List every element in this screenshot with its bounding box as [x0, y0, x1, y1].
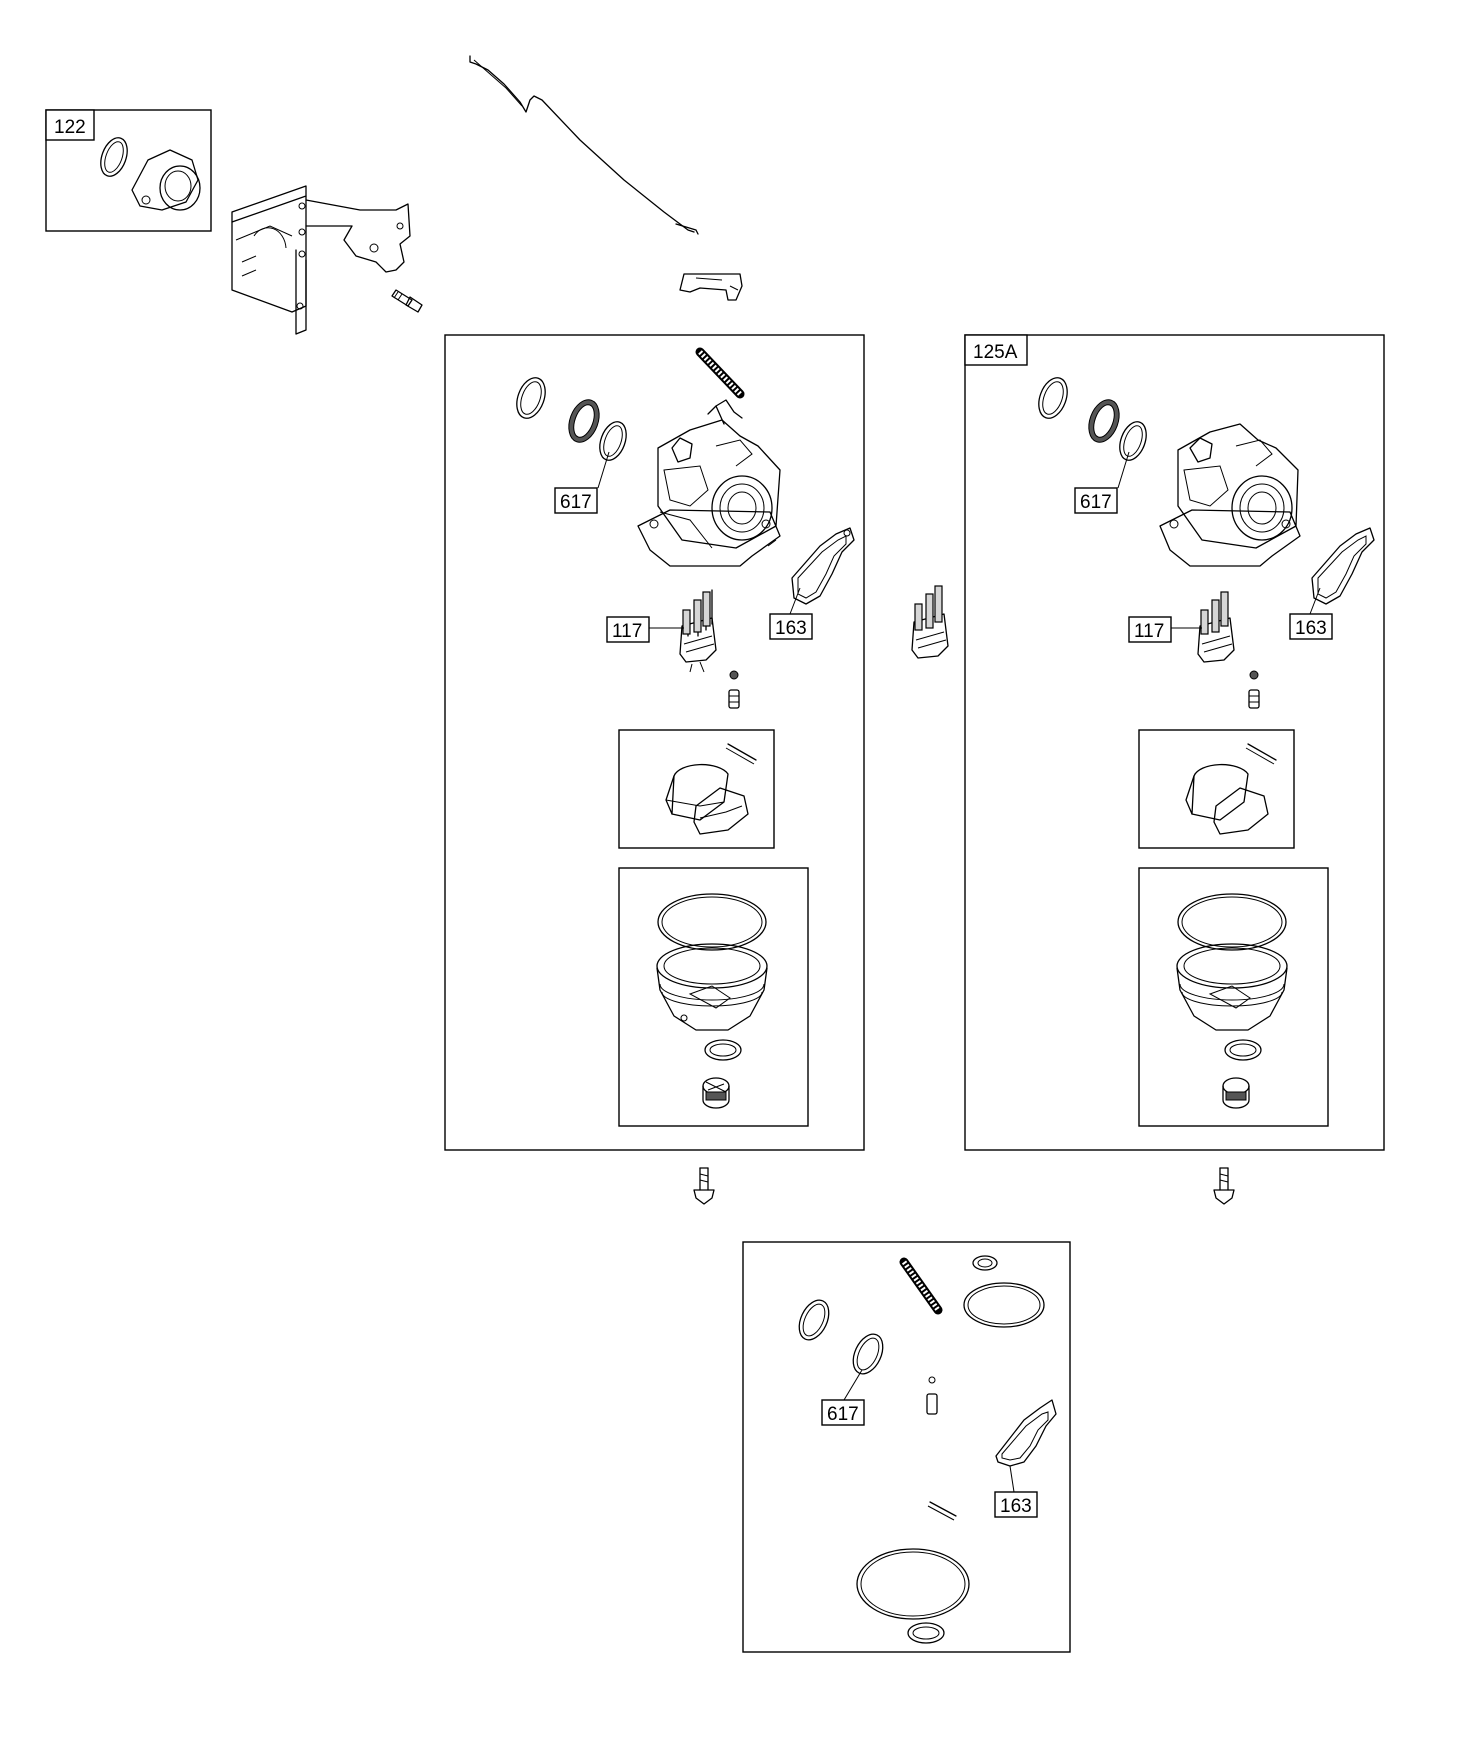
float-bowl-icon [656, 943, 768, 1031]
gasket-ring-icon [1038, 377, 1068, 419]
callout-617-right: 617 [1074, 451, 1130, 514]
carburetor-assembly-left [444, 334, 865, 1151]
float-bowl-icon [1176, 943, 1288, 1031]
svg-text:617: 617 [1080, 492, 1112, 513]
float-icon [665, 763, 749, 835]
bowl-washer-icon [1224, 1039, 1262, 1061]
bowl-gasket-icon [657, 893, 767, 951]
o-ring-icon [599, 421, 627, 461]
float-icon [1185, 763, 1269, 835]
fuel-pipe-icon [679, 589, 717, 673]
inset-122: 122 [45, 109, 212, 232]
o-ring-icon [100, 137, 128, 177]
fuel-pipe-loose-icon [911, 585, 949, 659]
callout-617-kit: 617 [821, 1369, 865, 1426]
fuel-pipe-icon [1197, 591, 1235, 663]
svg-text:163: 163 [1000, 1496, 1032, 1517]
svg-text:117: 117 [612, 621, 642, 642]
needle-icon [1248, 689, 1260, 709]
needle-icon [728, 689, 740, 709]
needle-icon [926, 1393, 938, 1415]
seat-icon [729, 670, 739, 680]
gasket-kit-box [742, 1241, 1071, 1653]
callout-box-122 [45, 109, 95, 141]
float-inset [1138, 729, 1295, 849]
carburetor-body-icon [1159, 423, 1301, 567]
bolt-icon [391, 289, 423, 313]
large-gasket-icon [856, 1548, 970, 1620]
gasket-ring-icon [516, 377, 546, 419]
bracket-icon [231, 185, 411, 335]
carburetor-body-icon [637, 399, 781, 567]
svg-text:617: 617 [827, 1404, 859, 1425]
float-pin-icon [929, 1501, 957, 1517]
o-ring-icon [852, 1333, 884, 1375]
elbow-fitting-icon [131, 149, 201, 211]
svg-text:117: 117 [1134, 621, 1164, 642]
bowl-inset [618, 867, 809, 1127]
bowl-gasket-icon [1177, 893, 1287, 951]
spring-icon [695, 347, 745, 399]
callout-617-left: 617 [554, 451, 610, 514]
link-clip-icon [679, 273, 743, 301]
float-pin-icon [1247, 743, 1277, 761]
float-pin-icon [727, 743, 757, 761]
callout-163-kit: 163 [994, 1465, 1038, 1518]
throttle-link-icon [469, 55, 699, 235]
bowl-washer-icon [704, 1039, 742, 1061]
callout-box-125a [964, 334, 1028, 366]
small-washer-icon [972, 1255, 998, 1271]
carburetor-assembly-125a: 125A [964, 334, 1385, 1151]
spring-icon [899, 1257, 943, 1315]
screw-icon-left [693, 1167, 715, 1205]
bowl-washer-icon [907, 1622, 945, 1644]
bowl-gasket-icon [963, 1282, 1045, 1328]
seat-icon [1249, 670, 1259, 680]
callout-125a: 125A [973, 342, 1018, 363]
callout-163-right: 163 [1289, 587, 1333, 640]
bowl-nut-icon [1222, 1077, 1250, 1109]
bowl-nut-icon [702, 1077, 730, 1109]
callout-163-left: 163 [769, 587, 813, 640]
callout-117-left: 117 [606, 616, 684, 643]
float-inset [618, 729, 775, 849]
callout-122: 122 [54, 117, 86, 138]
screw-icon-right [1213, 1167, 1235, 1205]
svg-text:617: 617 [560, 492, 592, 513]
svg-text:163: 163 [775, 618, 807, 639]
bowl-inset [1138, 867, 1329, 1127]
svg-text:163: 163 [1295, 618, 1327, 639]
seat-icon [928, 1376, 936, 1384]
callout-117-right: 117 [1128, 616, 1202, 643]
gasket-icon [1311, 527, 1375, 605]
gasket-ring-icon [798, 1299, 830, 1341]
gasket-icon [995, 1399, 1057, 1467]
o-ring-icon [1119, 421, 1147, 461]
gasket-icon [791, 527, 855, 605]
